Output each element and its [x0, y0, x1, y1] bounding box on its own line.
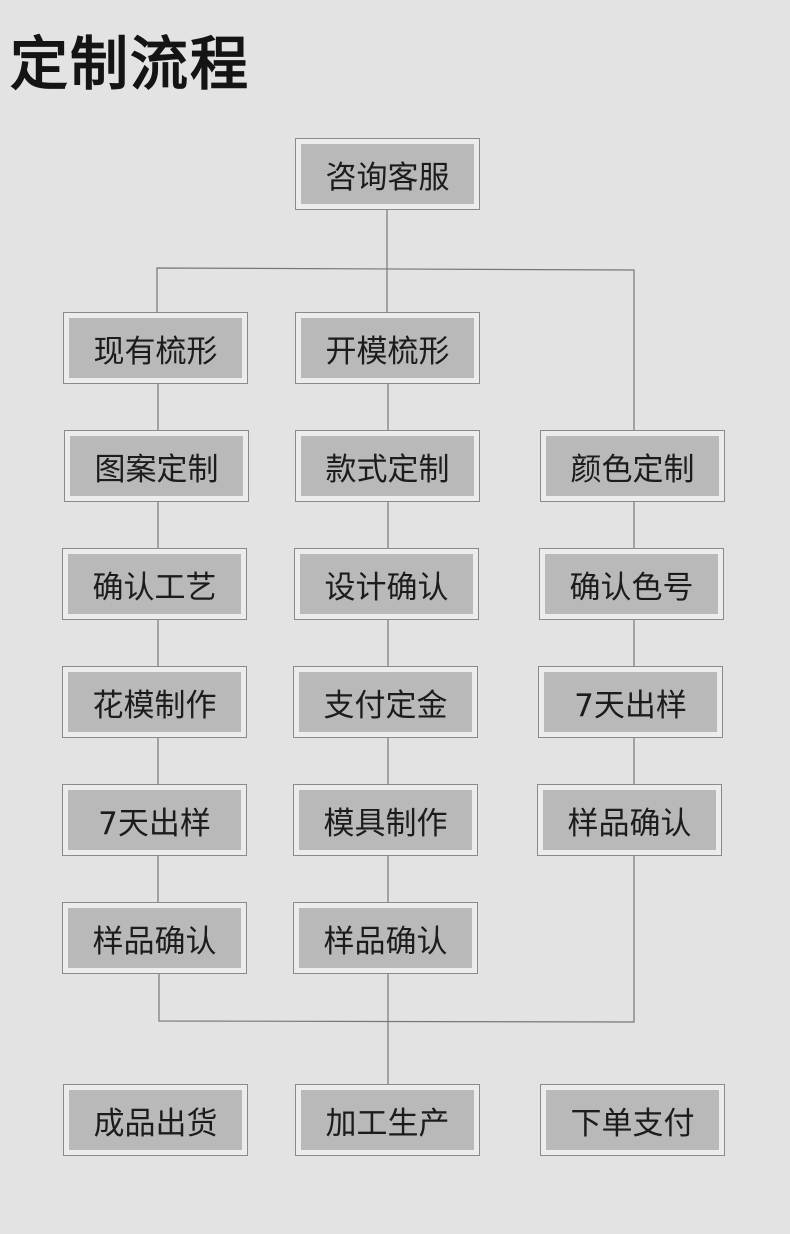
flow-node-label: 成品出货 [69, 1090, 242, 1150]
flow-node-start: 咨询客服 [295, 138, 480, 210]
flow-node-left-4: 花模制作 [62, 666, 247, 738]
flow-node-label: 样品确认 [299, 908, 472, 968]
flow-node-right-4: 样品确认 [537, 784, 722, 856]
flow-node-left-1: 现有梳形 [63, 312, 248, 384]
flow-node-left-3: 确认工艺 [62, 548, 247, 620]
page-title: 定制流程 [10, 30, 251, 98]
flow-node-bottom-middle: 加工生产 [295, 1084, 480, 1156]
flow-node-middle-1: 开模梳形 [295, 312, 480, 384]
connector-bottom-bus [158, 855, 635, 1023]
flow-node-right-2: 确认色号 [539, 548, 724, 620]
flow-node-label: 咨询客服 [301, 144, 474, 204]
flow-node-label: 图案定制 [70, 436, 243, 496]
flow-node-middle-5: 模具制作 [293, 784, 478, 856]
flow-node-right-1: 颜色定制 [540, 430, 725, 502]
flow-node-label: 模具制作 [299, 790, 472, 850]
flow-node-label: 现有梳形 [69, 318, 242, 378]
flow-node-label: 确认色号 [545, 554, 718, 614]
flow-node-label: 确认工艺 [68, 554, 241, 614]
flow-node-left-5: 7天出样 [62, 784, 247, 856]
flow-node-label: 7天出样 [68, 790, 241, 850]
flow-node-left-2: 图案定制 [64, 430, 249, 502]
flow-node-label: 样品确认 [68, 908, 241, 968]
flow-node-middle-6: 样品确认 [293, 902, 478, 974]
flow-node-right-3: 7天出样 [538, 666, 723, 738]
flow-node-bottom-left: 成品出货 [63, 1084, 248, 1156]
connector-top-bus [156, 267, 635, 430]
flow-node-label: 开模梳形 [301, 318, 474, 378]
flow-node-label: 颜色定制 [546, 436, 719, 496]
flow-node-left-6: 样品确认 [62, 902, 247, 974]
flow-node-middle-2: 款式定制 [295, 430, 480, 502]
flow-node-label: 下单支付 [546, 1090, 719, 1150]
flow-node-label: 7天出样 [544, 672, 717, 732]
flow-node-label: 加工生产 [301, 1090, 474, 1150]
flow-node-middle-3: 设计确认 [294, 548, 479, 620]
flow-node-label: 款式定制 [301, 436, 474, 496]
flow-node-label: 花模制作 [68, 672, 241, 732]
flow-node-label: 样品确认 [543, 790, 716, 850]
flow-node-middle-4: 支付定金 [293, 666, 478, 738]
flow-node-label: 设计确认 [300, 554, 473, 614]
flow-node-bottom-right: 下单支付 [540, 1084, 725, 1156]
flow-node-label: 支付定金 [299, 672, 472, 732]
